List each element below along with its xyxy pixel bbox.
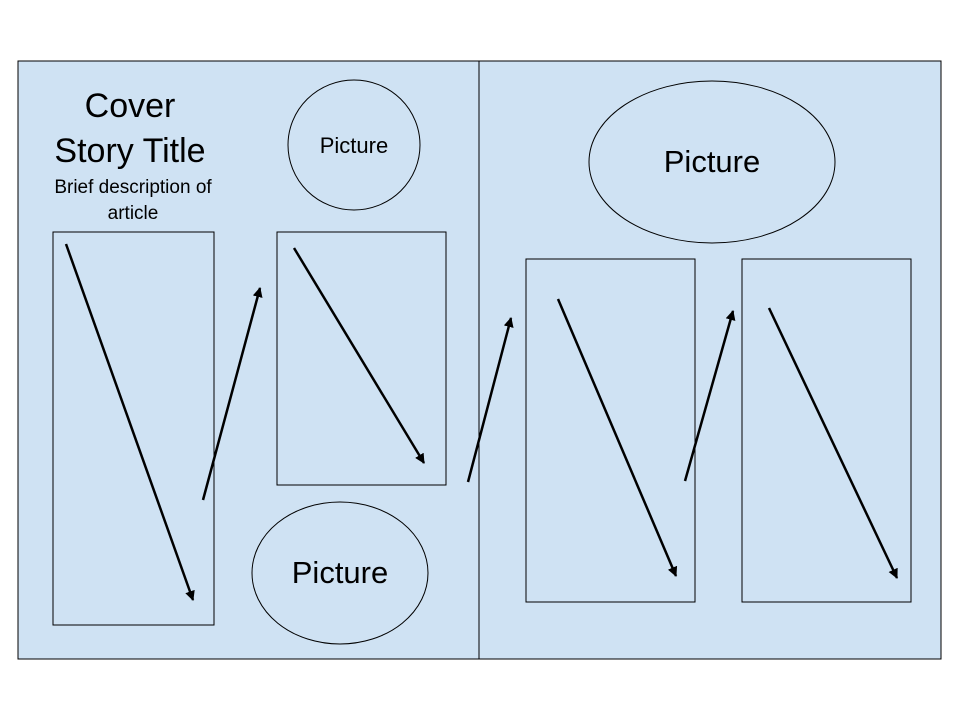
article-description: Brief description of article (28, 175, 238, 227)
cover-story-title: Cover Story Title (30, 84, 230, 174)
flow-arrow-col1-down (64, 243, 195, 601)
article-description-line1: Brief description of (54, 177, 212, 198)
picture-ellipse-top-right (588, 80, 836, 244)
flow-arrow-col2-down (292, 247, 426, 464)
flow-arrow-col3-down (556, 298, 678, 577)
picture-ellipse-bottom-left (251, 501, 429, 645)
flow-arrow-to-col2 (201, 287, 263, 501)
cover-story-title-line1: Cover (84, 87, 176, 125)
text-column-1 (52, 231, 215, 626)
flow-arrow-to-col4 (683, 310, 736, 482)
picture-label-top-right: Picture (663, 144, 761, 179)
picture-label-top-left: Picture (319, 133, 389, 158)
flow-arrow-to-col3 (466, 317, 514, 483)
article-description-line2: article (107, 203, 159, 224)
picture-circle-top-left (287, 79, 421, 211)
flow-arrow-col4-down (767, 307, 899, 579)
text-column-3 (525, 258, 696, 603)
picture-label-bottom-left: Picture (291, 555, 389, 590)
cover-story-title-line2: Story Title (54, 132, 206, 170)
